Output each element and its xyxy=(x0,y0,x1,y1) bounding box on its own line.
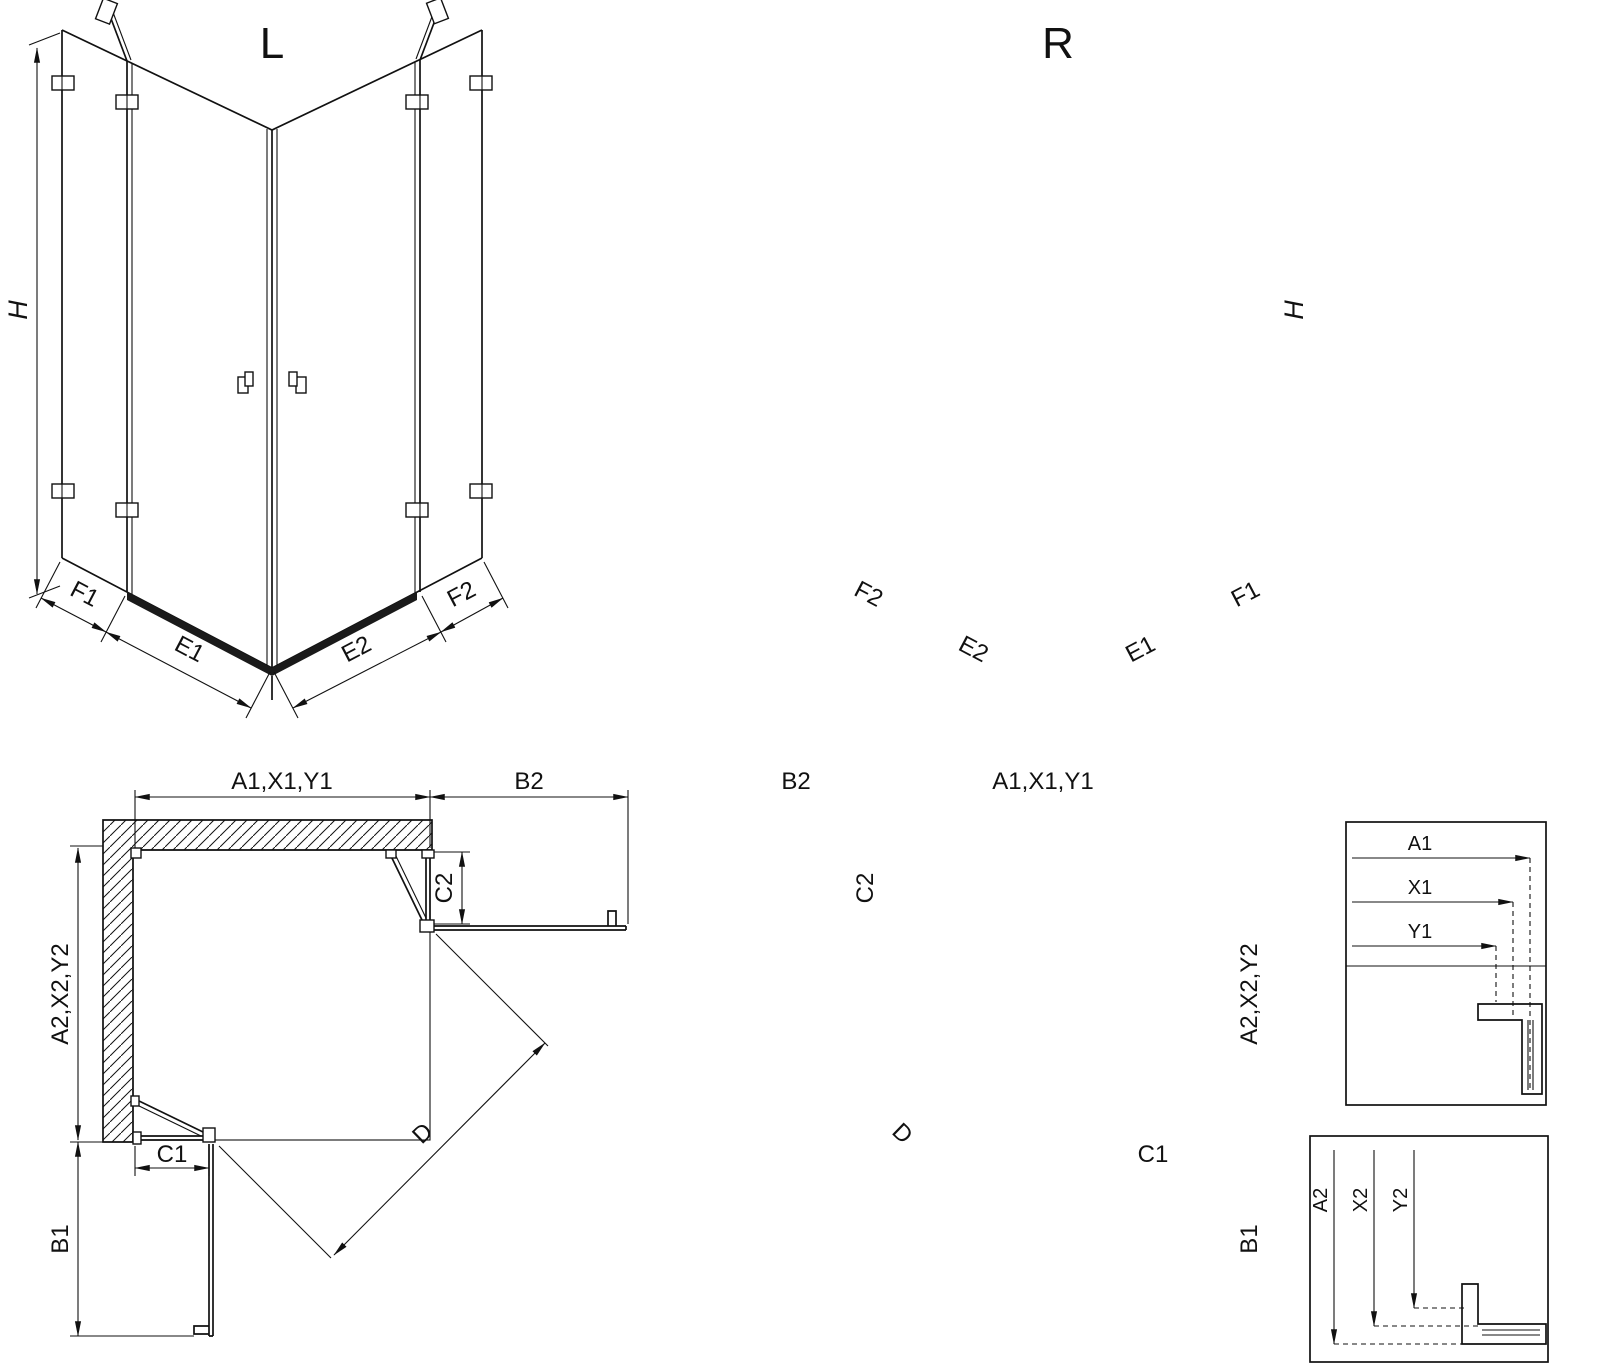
dim-label-b2-left-plan: B2 xyxy=(514,768,543,795)
detail-box-horizontal-frame xyxy=(1345,821,1547,1106)
dim-label-a2x2y2-right-plan: A2,X2,Y2 xyxy=(1236,943,1263,1044)
variant-label-right: R xyxy=(1042,19,1074,68)
dim-label-c2-left-plan: C2 xyxy=(431,873,458,904)
dim-label-c2-right-plan: C2 xyxy=(852,873,879,904)
variant-label-left: L xyxy=(260,19,284,68)
detail-box-vertical: A2 X2 Y2 xyxy=(1309,1135,1549,1363)
detail-label-a1: A1 xyxy=(1408,833,1432,855)
detail-box-horizontal: A1 X1 Y1 xyxy=(1345,821,1547,1106)
dim-label-h-left-view: H xyxy=(3,300,33,320)
wall-profile-detail-horizontal xyxy=(1477,1003,1543,1095)
dim-label-b1-right-plan: B1 xyxy=(1236,1224,1263,1253)
detail-label-x2: X2 xyxy=(1350,1188,1372,1212)
dim-label-a2x2y2-left-plan: A2,X2,Y2 xyxy=(47,943,74,1044)
wall-profile-detail-vertical xyxy=(1461,1283,1547,1345)
plan-view-left: A1,X1,Y1 B2 A2,X2,Y2 C2 C1 B1 D xyxy=(47,768,628,1336)
dim-label-b1-left-plan: B1 xyxy=(47,1224,74,1253)
dim-label-b2-right-plan: B2 xyxy=(781,768,810,795)
dim-label-c1-left-plan: C1 xyxy=(157,1141,188,1168)
detail-label-y2: Y2 xyxy=(1390,1188,1412,1212)
dim-label-a1x1y1-left-plan: A1,X1,Y1 xyxy=(231,768,332,795)
dim-label-c1-right-plan: C1 xyxy=(1138,1141,1169,1168)
detail-box-vertical-frame xyxy=(1309,1135,1549,1363)
dim-label-a1x1y1-right-plan: A1,X1,Y1 xyxy=(992,768,1093,795)
dim-label-h-right-view: H xyxy=(1279,300,1309,320)
detail-label-y1: Y1 xyxy=(1408,921,1432,943)
detail-label-a2: A2 xyxy=(1310,1188,1332,1212)
detail-label-x1: X1 xyxy=(1408,877,1432,899)
